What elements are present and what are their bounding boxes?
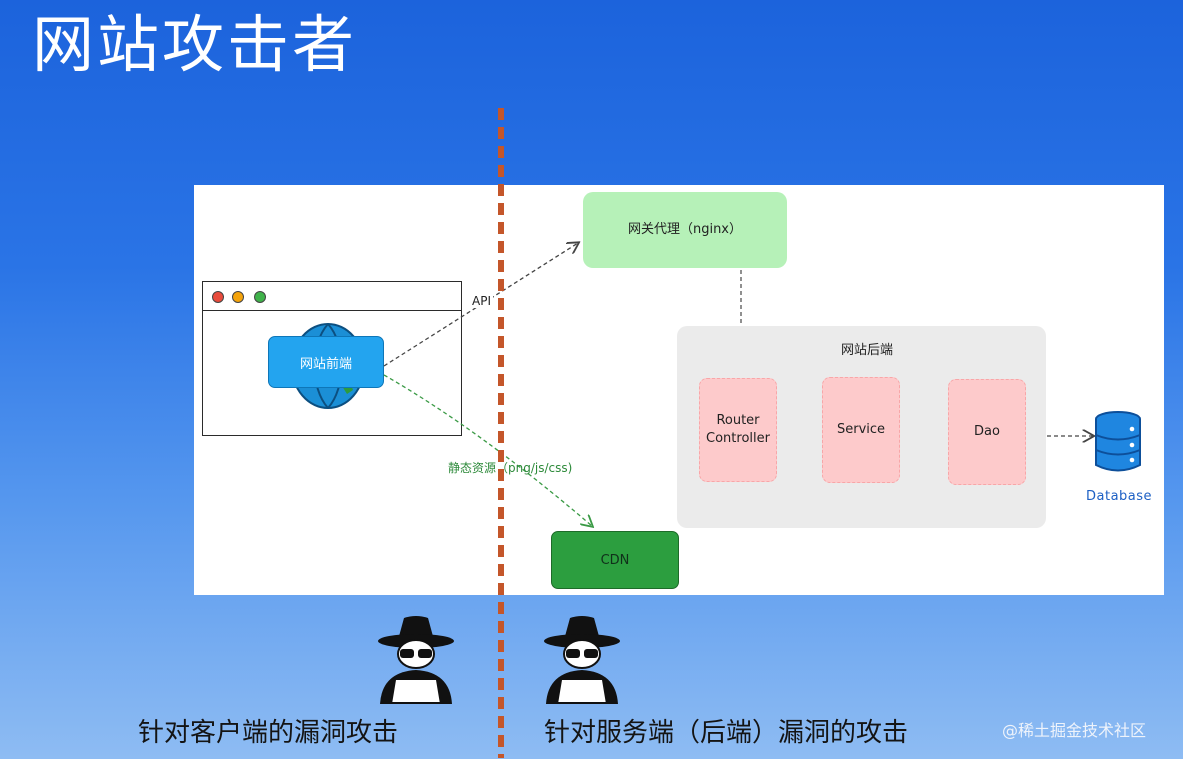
server-attack-caption: 针对服务端（后端）漏洞的攻击 xyxy=(544,718,909,748)
browser-title-bar xyxy=(203,282,461,311)
database-label: Database xyxy=(1086,489,1153,504)
static-resources-label: 静态资源（png/js/css) xyxy=(448,461,573,475)
maximize-dot-icon xyxy=(254,291,266,303)
browser-window xyxy=(202,281,462,436)
service-label: Service xyxy=(836,422,886,438)
hacker-server-icon xyxy=(544,616,620,704)
api-label: API xyxy=(470,294,493,308)
watermark: @稀土掘金技术社区 xyxy=(1002,721,1147,740)
static-arrow xyxy=(383,374,592,526)
client-server-divider xyxy=(498,108,504,758)
router-controller-node: Router Controller xyxy=(699,378,777,482)
cdn-label: CDN xyxy=(600,552,630,568)
frontend-button: 网站前端 xyxy=(268,336,384,388)
cdn-node: CDN xyxy=(551,531,679,589)
slide-title: 网站攻击者 xyxy=(32,8,358,81)
client-attack-caption: 针对客户端的漏洞攻击 xyxy=(138,718,399,748)
dao-node: Dao xyxy=(948,379,1026,485)
dao-label: Dao xyxy=(974,424,1000,440)
database-icon xyxy=(1095,411,1141,472)
close-dot-icon xyxy=(212,291,224,303)
hacker-client-icon xyxy=(378,616,454,704)
gateway-proxy-label: 网关代理（nginx） xyxy=(627,222,743,238)
router-controller-label: Router Controller xyxy=(706,413,770,446)
gateway-proxy-node: 网关代理（nginx） xyxy=(583,192,787,268)
backend-group-label: 网站后端 xyxy=(841,343,894,358)
service-node: Service xyxy=(822,377,900,483)
minimize-dot-icon xyxy=(232,291,244,303)
